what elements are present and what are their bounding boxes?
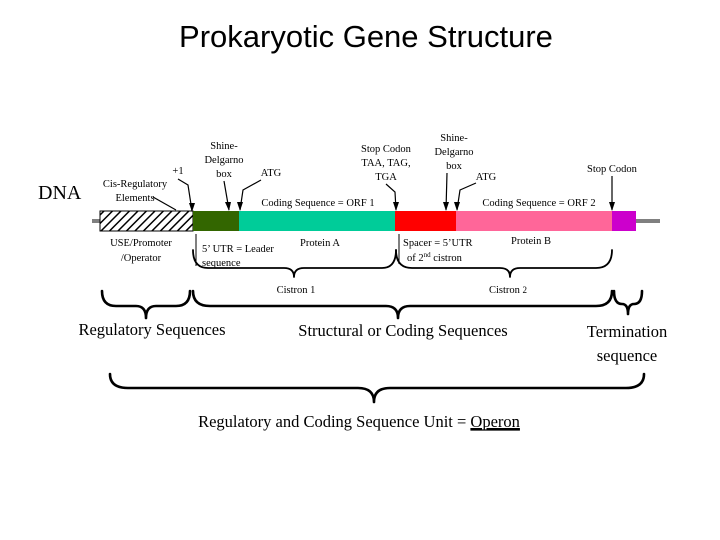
dna-label: DNA [38,182,82,204]
pointer-atg-2 [454,182,477,211]
spacer-label-line2: of 2nd cistron [407,251,463,264]
cistron-1-brace [192,249,397,278]
pointer-cis-regulatory [152,196,177,211]
protein-b-label: Protein B [511,236,551,247]
spacer-of-text: of 2 [407,253,424,264]
spacer-cistron-text: cistron [431,253,463,264]
regulatory-brace [100,289,192,320]
protein-a-label: Protein A [300,238,340,249]
terminator-segment [612,211,636,231]
pointer-shine-delgarno-2 [443,172,449,211]
page-title: Prokaryotic Gene Structure [179,19,553,54]
pointer-stop-codon-2 [609,176,615,211]
termination-label-line1: Termination [587,322,667,341]
utr-segment [193,211,239,231]
cistron-2-word: Cistron [489,285,523,296]
pointer-plus-one [177,178,195,212]
stop-codon-1-line3: TGA [375,172,397,183]
shine-delgarno-1-line1: Shine- [210,141,238,152]
cistron-2-brace [395,249,613,278]
termination-brace [612,289,644,316]
pointer-shine-delgarno-1 [223,180,231,211]
shine-delgarno-1-line2: Delgarno [204,155,243,166]
atg-1-label: ATG [261,168,282,179]
shine-delgarno-2-line3: box [446,161,463,172]
stop-codon-1-line1: Stop Codon [361,144,412,155]
plus-one-label: +1 [172,166,183,177]
cis-regulatory-label-line2: Elements [115,193,154,204]
stop-codon-1-line2: TAA, TAG, [361,158,410,169]
orf1-label: Coding Sequence = ORF 1 [261,198,374,209]
operon-brace [108,372,646,404]
atg-2-label: ATG [476,172,497,183]
utr-label-line1: 5’ UTR = Leader [202,244,274,255]
regulatory-sequences-label: Regulatory Sequences [78,320,225,339]
spacer-superscript: nd [424,251,432,259]
termination-label-line2: sequence [597,346,657,365]
operon-prefix: Regulatory and Coding Sequence Unit = [198,412,470,431]
promoter-label-line2: /Operator [121,253,162,264]
structural-brace [191,289,614,320]
spacer-label-line1: Spacer = 5’UTR [403,238,473,249]
cistron-2-number: 2 [523,285,528,295]
operon-word: Operon [470,412,519,431]
shine-delgarno-1-line3: box [216,169,233,180]
shine-delgarno-2-line1: Shine- [440,133,468,144]
stop-codon-2-label: Stop Codon [587,164,638,175]
operon-label: Regulatory and Coding Sequence Unit = Op… [198,412,520,431]
pointer-atg-1 [237,179,262,211]
structural-sequences-label: Structural or Coding Sequences [298,321,507,340]
orf1-segment [239,211,395,231]
cistron-2-label: Cistron 2 [489,285,527,296]
utr-label-line2: sequence [202,258,241,269]
shine-delgarno-2-line2: Delgarno [434,147,473,158]
orf2-label: Coding Sequence = ORF 2 [482,198,595,209]
cis-regulatory-label-line1: Cis-Regulatory [103,179,168,190]
spacer-segment [395,211,456,231]
cistron-1-label: Cistron 1 [277,285,316,296]
promoter-operator-segment [99,210,194,232]
orf2-segment [456,211,612,231]
promoter-label-line1: USE/Promoter [110,238,172,249]
pointer-stop-codon-1 [385,183,399,211]
